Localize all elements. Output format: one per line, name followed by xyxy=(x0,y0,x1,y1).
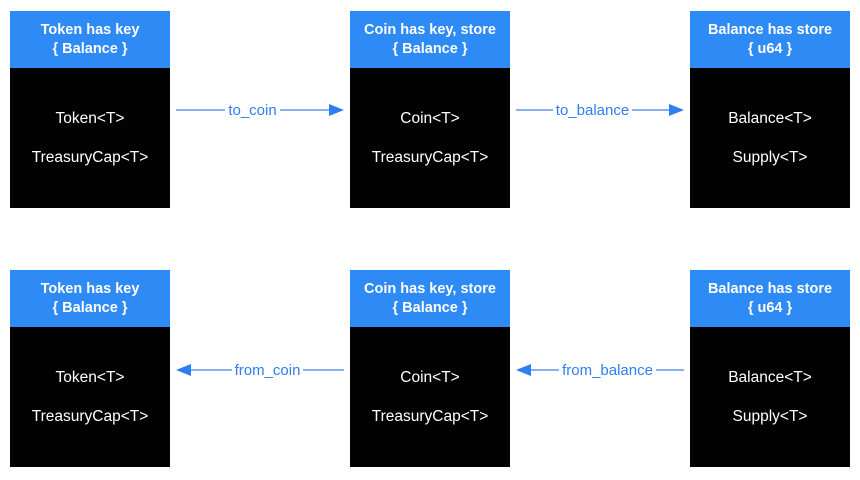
balance-box-body: Balance<T> Supply<T> xyxy=(690,68,850,208)
from-coin-arrow-label: from_coin xyxy=(234,361,301,379)
token-item-2: TreasuryCap<T> xyxy=(31,148,149,166)
token-header-line2: { Balance } xyxy=(52,299,128,316)
coin-item-1: Coin<T> xyxy=(400,368,460,386)
coin-box-top: Coin has key, store { Balance } Coin<T> … xyxy=(350,11,510,208)
token-header-line1: Token has key xyxy=(40,21,140,38)
balance-item-2: Supply<T> xyxy=(732,407,808,425)
balance-header-line1: Balance has store xyxy=(707,21,833,38)
coin-header-line1: Coin has key, store xyxy=(364,21,496,38)
arrowhead-right-icon xyxy=(329,104,344,116)
token-item-1: Token<T> xyxy=(55,109,125,127)
balance-header-line2: { u64 } xyxy=(747,40,793,57)
from-balance-arrow: from_balance xyxy=(516,358,685,382)
coin-box-header: Coin has key, store { Balance } xyxy=(350,270,510,327)
coin-header-line2: { Balance } xyxy=(392,40,468,57)
to-coin-arrow: to_coin xyxy=(176,98,344,122)
balance-header-line1: Balance has store xyxy=(707,280,833,297)
coin-box-header: Coin has key, store { Balance } xyxy=(350,11,510,68)
balance-box-header: Balance has store { u64 } xyxy=(690,11,850,68)
arrow-line xyxy=(191,369,232,371)
arrow-line xyxy=(279,109,329,111)
to-coin-arrow-label: to_coin xyxy=(228,101,277,119)
coin-box-body: Coin<T> TreasuryCap<T> xyxy=(350,68,510,208)
arrowhead-left-icon xyxy=(516,364,531,376)
arrow-line xyxy=(176,109,226,111)
arrowhead-right-icon xyxy=(669,104,684,116)
balance-box-bottom: Balance has store { u64 } Balance<T> Sup… xyxy=(690,270,850,467)
coin-item-2: TreasuryCap<T> xyxy=(371,407,489,425)
token-item-1: Token<T> xyxy=(55,368,125,386)
token-header-line1: Token has key xyxy=(40,280,140,297)
token-box-body: Token<T> TreasuryCap<T> xyxy=(10,327,170,467)
token-box-bottom: Token has key { Balance } Token<T> Treas… xyxy=(10,270,170,467)
coin-box-bottom: Coin has key, store { Balance } Coin<T> … xyxy=(350,270,510,467)
coin-header-line1: Coin has key, store xyxy=(364,280,496,297)
coin-item-2: TreasuryCap<T> xyxy=(371,148,489,166)
token-item-2: TreasuryCap<T> xyxy=(31,407,149,425)
balance-item-1: Balance<T> xyxy=(728,368,812,386)
arrow-line xyxy=(516,109,553,111)
from-coin-arrow: from_coin xyxy=(176,358,345,382)
balance-item-1: Balance<T> xyxy=(728,109,812,127)
token-box-header: Token has key { Balance } xyxy=(10,270,170,327)
from-balance-arrow-label: from_balance xyxy=(562,361,653,379)
coin-item-1: Coin<T> xyxy=(400,109,460,127)
balance-box-header: Balance has store { u64 } xyxy=(690,270,850,327)
arrow-line xyxy=(655,369,685,371)
token-header-line2: { Balance } xyxy=(52,40,128,57)
coin-box-body: Coin<T> TreasuryCap<T> xyxy=(350,327,510,467)
arrow-line xyxy=(531,369,560,371)
coin-header-line2: { Balance } xyxy=(392,299,468,316)
arrow-line xyxy=(632,109,669,111)
balance-box-top: Balance has store { u64 } Balance<T> Sup… xyxy=(690,11,850,208)
to-balance-arrow: to_balance xyxy=(516,98,684,122)
to-balance-arrow-label: to_balance xyxy=(555,101,630,119)
token-box-body: Token<T> TreasuryCap<T> xyxy=(10,68,170,208)
arrowhead-left-icon xyxy=(176,364,191,376)
token-box-top: Token has key { Balance } Token<T> Treas… xyxy=(10,11,170,208)
balance-box-body: Balance<T> Supply<T> xyxy=(690,327,850,467)
token-box-header: Token has key { Balance } xyxy=(10,11,170,68)
balance-item-2: Supply<T> xyxy=(732,148,808,166)
balance-header-line2: { u64 } xyxy=(747,299,793,316)
arrow-line xyxy=(303,369,345,371)
